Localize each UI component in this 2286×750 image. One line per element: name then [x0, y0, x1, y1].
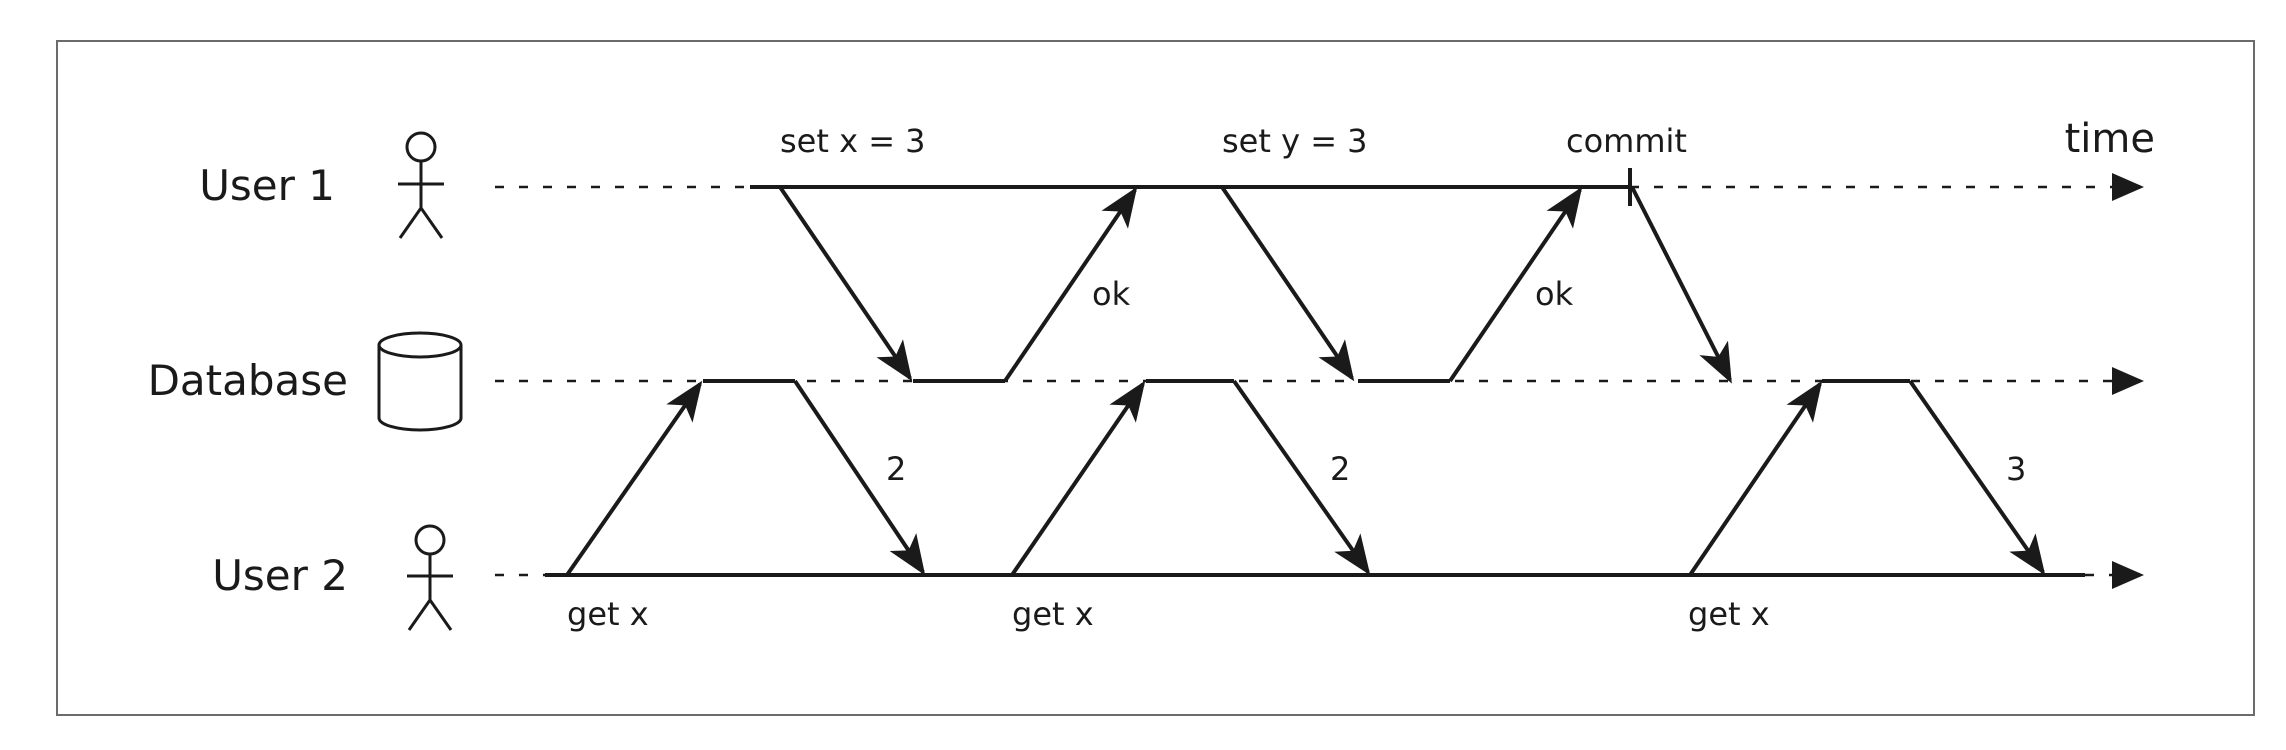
- get-x-response-arrow-2: [1232, 379, 1371, 576]
- get-x-response-arrow-1: [793, 379, 926, 576]
- user2-stick-figure-icon: [407, 524, 453, 631]
- get-x-response-arrow-3: [1908, 379, 2046, 576]
- user1-label: User 1: [199, 161, 335, 210]
- get-x-request-arrow-3: [1688, 380, 1823, 577]
- get-x-label-2: get x: [1012, 595, 1094, 633]
- set-y-ok-arrow: [1448, 186, 1583, 383]
- database-cylinder-icon: [377, 331, 463, 432]
- set-y-request-arrow: [1220, 185, 1355, 382]
- read-value-label-3: 3: [2006, 450, 2026, 488]
- get-x-request-arrow-2: [1010, 380, 1146, 577]
- user1-stick-figure-icon: [398, 131, 444, 239]
- read-value-label-2: 2: [1330, 450, 1350, 488]
- database-label: Database: [148, 356, 348, 405]
- diagram-frame: [56, 40, 2255, 716]
- set-x-ok-arrow: [1003, 186, 1138, 383]
- ok-label-2: ok: [1535, 275, 1574, 313]
- read-value-label-1: 2: [886, 450, 906, 488]
- time-axis-label: time: [2065, 116, 2155, 162]
- commit-label: commit: [1566, 122, 1687, 160]
- set-y-label: set y = 3: [1222, 122, 1368, 160]
- ok-label-1: ok: [1092, 275, 1131, 313]
- set-x-request-arrow: [778, 185, 913, 382]
- get-x-label-3: get x: [1688, 595, 1770, 633]
- get-x-request-arrow-1: [565, 380, 703, 577]
- get-x-label-1: get x: [567, 595, 649, 633]
- set-x-label: set x = 3: [780, 122, 926, 160]
- user2-label: User 2: [212, 551, 348, 600]
- commit-arrow: [1630, 186, 1732, 384]
